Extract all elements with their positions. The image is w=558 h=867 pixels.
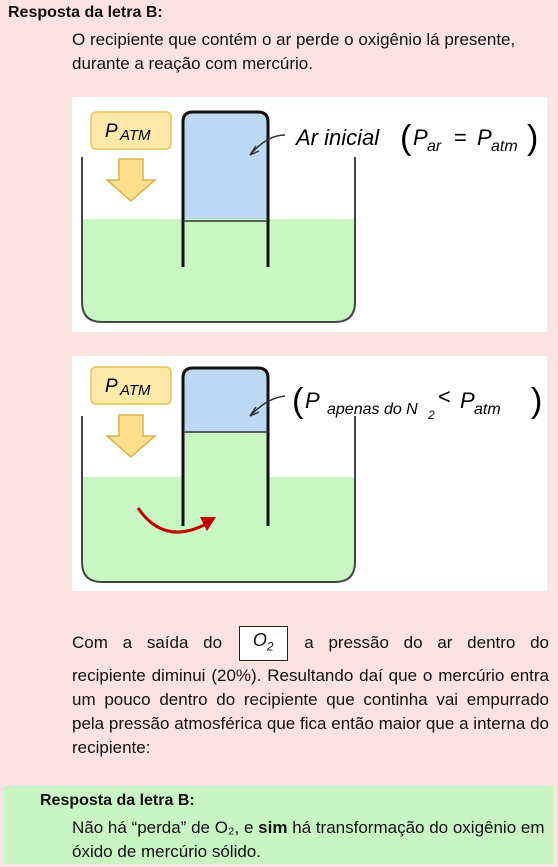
annotation-p-ar: P xyxy=(413,125,428,150)
annotation-p-ar-sub: ar xyxy=(427,138,442,155)
pointer-arrow-head xyxy=(249,145,260,156)
pressure-down-arrow xyxy=(105,158,157,202)
water xyxy=(82,477,355,582)
annotation-p-atm-sub: atm xyxy=(474,401,501,418)
diagram-after-reaction-svg: P ATM ( P apenas do N 2 < P atm ) xyxy=(81,366,542,583)
annotation-paren-open: ( xyxy=(292,382,304,420)
annotation-p-atm-sub: atm xyxy=(491,138,518,155)
annotation-p-sub: apenas do N xyxy=(327,401,418,418)
annotation-p-atm: P xyxy=(460,388,475,413)
pressure-down-arrow xyxy=(105,414,157,458)
container-outline xyxy=(181,110,270,267)
basin-outline xyxy=(81,157,356,323)
explanation-rest: recipiente diminui (20%). Resultando daí… xyxy=(72,666,549,757)
air-region xyxy=(183,112,268,219)
air-region xyxy=(183,368,268,432)
answer-box-text-after: há transformação do oxigênio em óxido de… xyxy=(72,818,545,861)
answer-box-text: Não há “perda” de O₂, e sim há transform… xyxy=(72,816,552,864)
water xyxy=(82,219,355,322)
patm-label-main: P xyxy=(105,121,118,142)
mercury-flow-arrow xyxy=(136,507,207,534)
pointer-arrow xyxy=(249,395,286,417)
annotation-less-than: < xyxy=(438,384,451,409)
pointer-arrow-head xyxy=(249,406,260,417)
answer-title: Resposta da letra B: xyxy=(8,4,163,21)
answer-text: O recipiente que contém o ar perde o oxi… xyxy=(72,30,516,73)
annotation-paren-close: ) xyxy=(531,382,542,420)
basin-outline xyxy=(81,416,356,583)
water-inside-container xyxy=(183,432,268,477)
container-outline xyxy=(181,366,270,526)
patm-label-box xyxy=(90,366,172,405)
diagram-initial-air: P ATM Ar inicial ( P ar = P atm ) xyxy=(72,97,547,332)
answer-box-text-bold: sim xyxy=(258,818,288,837)
patm-label-sub: ATM xyxy=(119,127,151,144)
annotation-ar-inicial: Ar inicial xyxy=(294,125,380,150)
answer-box-title: Resposta da letra B: xyxy=(40,792,195,809)
answer-box-text-before: Não há “perda” de O₂, e xyxy=(72,818,254,837)
diagram-initial-air-svg: P ATM Ar inicial ( P ar = P atm ) xyxy=(81,110,538,323)
answer-box-green: Resposta da letra B: Não há “perda” de O… xyxy=(3,786,553,864)
explanation-part1: Com a saída do xyxy=(72,632,223,652)
diagram-after-reaction: P ATM ( P apenas do N 2 < P atm ) xyxy=(72,356,547,591)
o2-main: O xyxy=(252,630,267,650)
annotation-p: P xyxy=(305,388,320,413)
annotation-paren-open: ( xyxy=(400,119,412,157)
explanation-part2: a pressão do ar dentro do xyxy=(304,632,550,652)
annotation-paren-close: ) xyxy=(527,119,538,157)
mercury-flow-arrow-head xyxy=(200,517,216,531)
annotation-p-atm: P xyxy=(477,125,492,150)
explanation-line1: Com a saída do O2 a pressão do ar dentro… xyxy=(72,626,549,661)
annotation-equals: = xyxy=(454,125,467,150)
patm-label-box xyxy=(90,111,172,150)
o2-box: O2 xyxy=(238,626,288,661)
patm-label-sub: ATM xyxy=(119,382,151,399)
annotation-n-sub: 2 xyxy=(427,408,435,422)
patm-label-main: P xyxy=(105,376,118,397)
o2-sub: 2 xyxy=(266,639,274,654)
